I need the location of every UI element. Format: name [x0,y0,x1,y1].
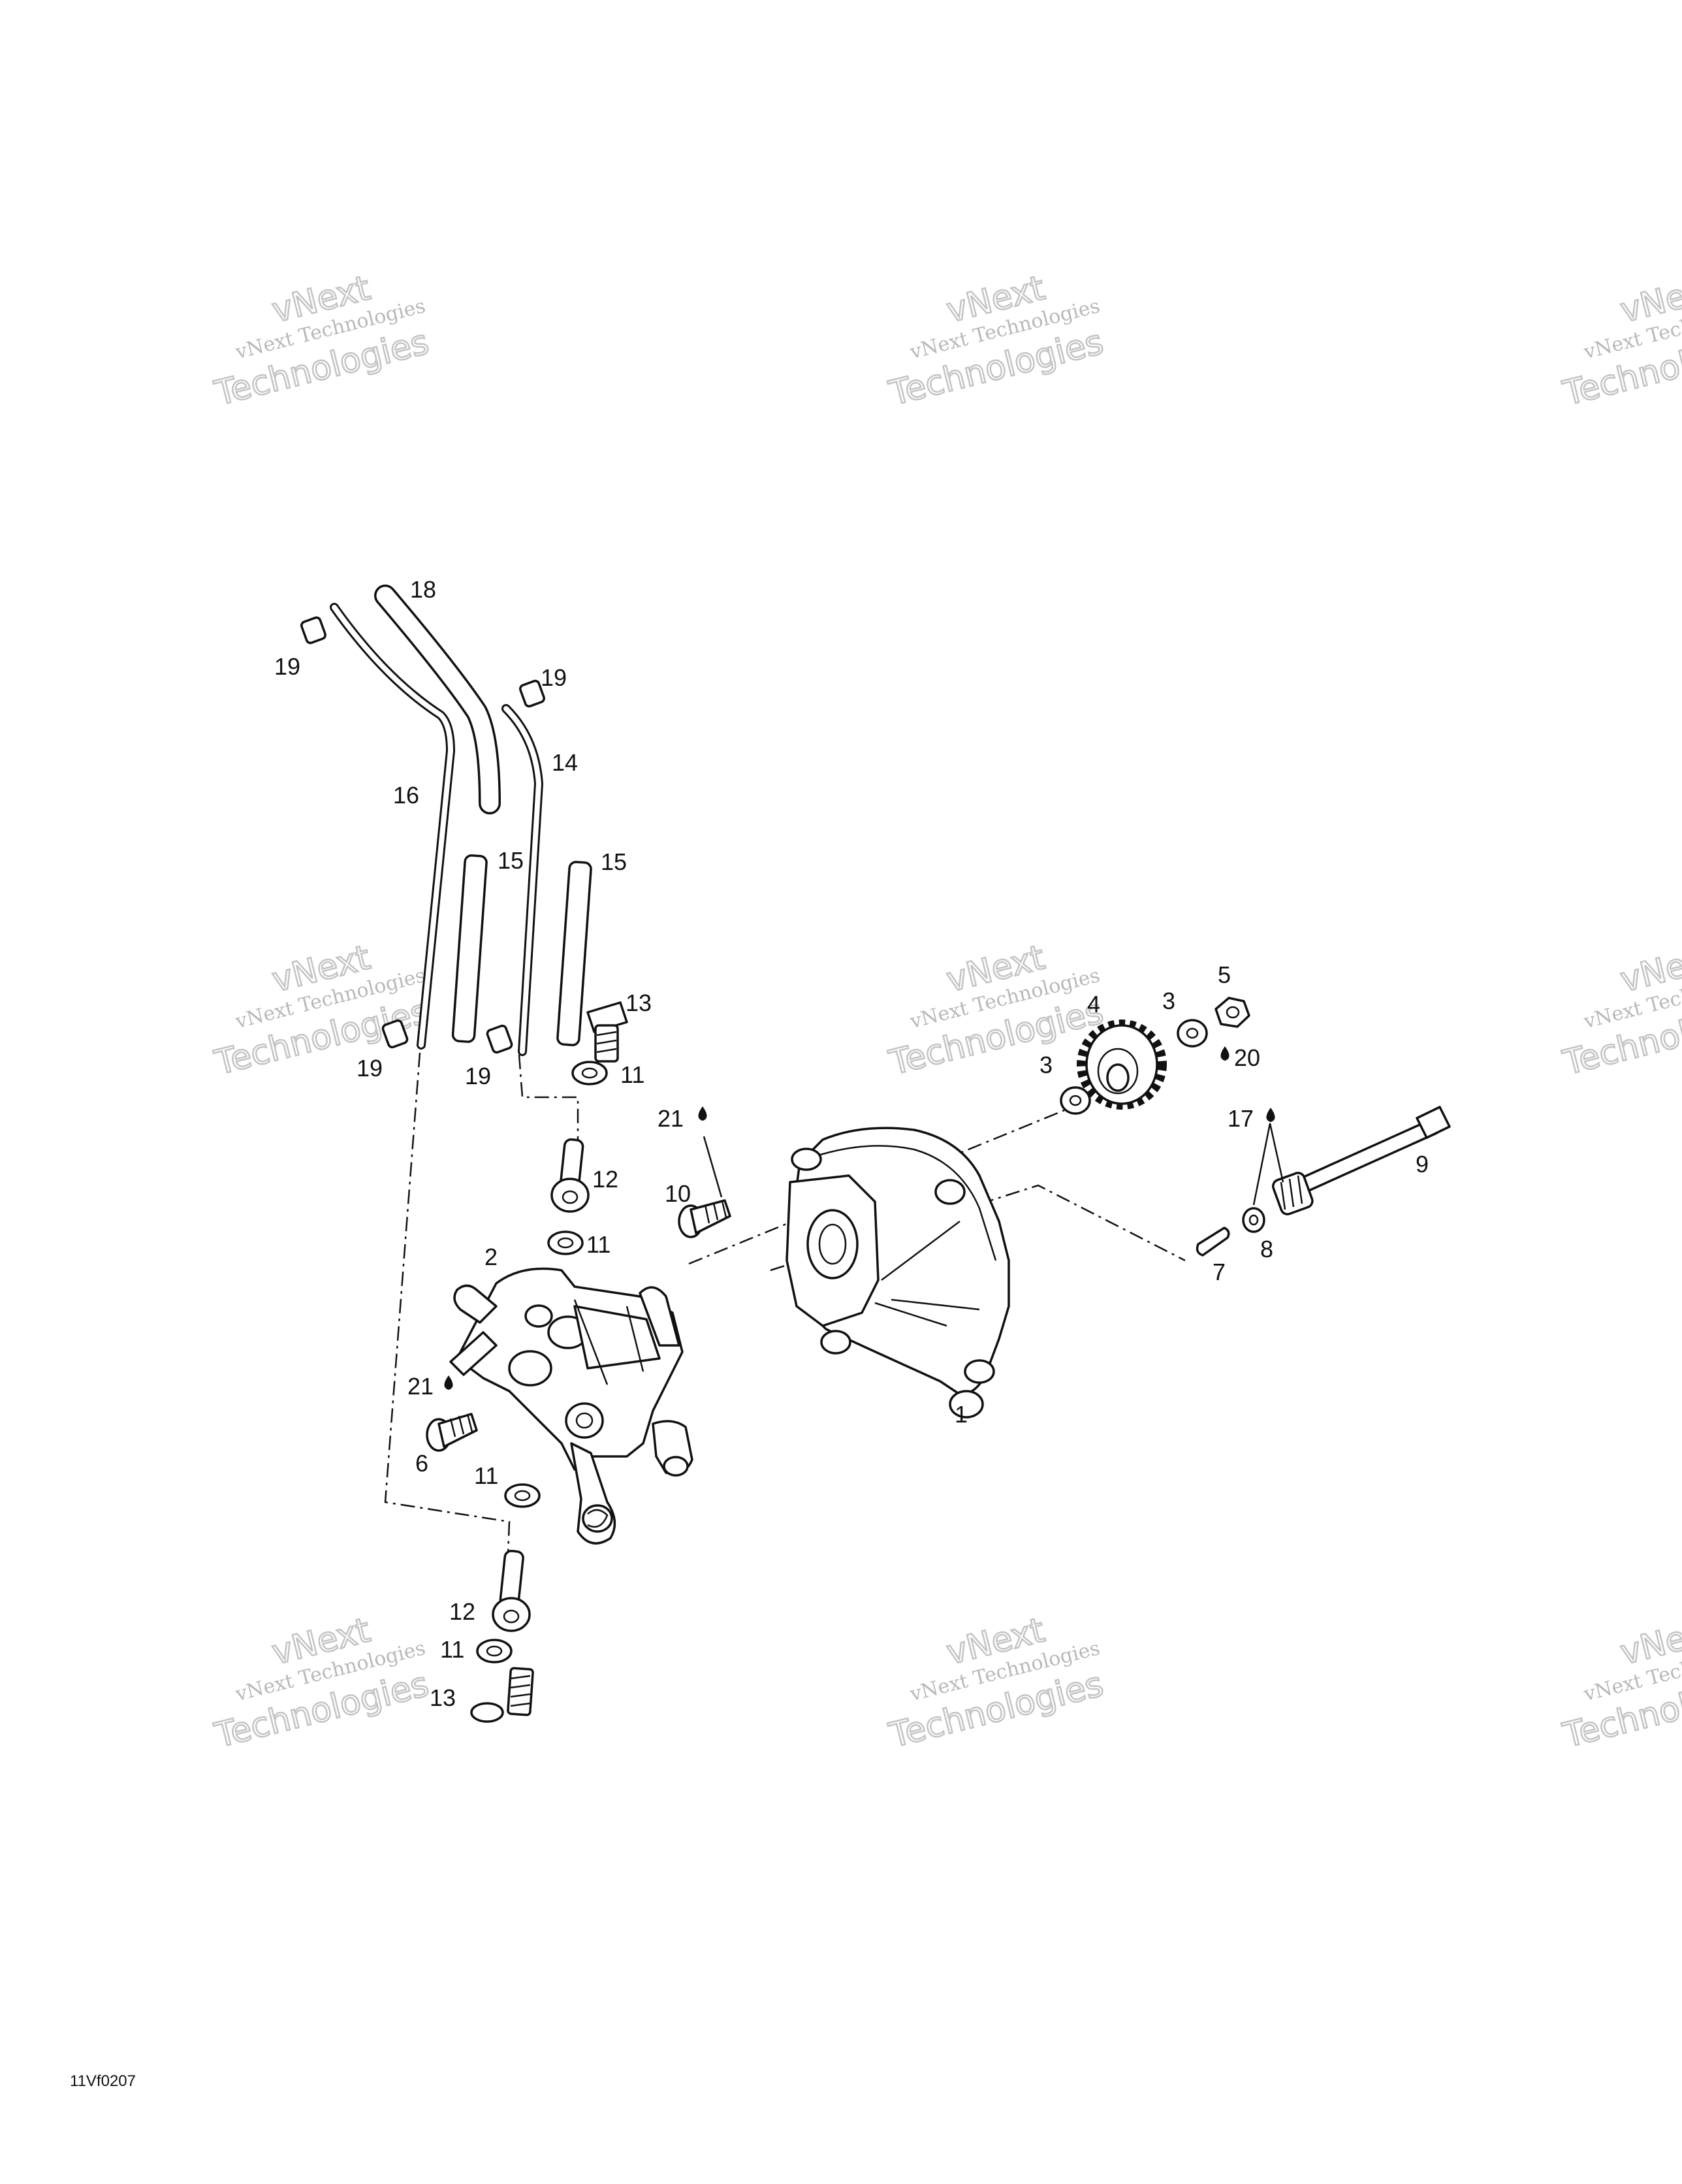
washer-11-middle [547,1230,584,1255]
nut-5 [1214,997,1250,1028]
washer-11-bottom [476,1639,513,1663]
callout-c9: 9 [1416,1151,1429,1178]
figure-code: 11Vf0207 [70,2072,136,2090]
hose-15-left [451,854,488,1043]
banjo-bolt-13-top [586,1001,628,1063]
washer-3-upper [1177,1019,1208,1048]
washer-11-top [571,1061,608,1085]
callout-c8: 8 [1260,1236,1273,1262]
callout-c13a: 13 [626,989,652,1016]
washer-11-lower [504,1483,541,1508]
assembly-line-hose16 [384,1052,511,1555]
callout-c21a: 21 [658,1105,684,1132]
callout-c2: 2 [484,1244,498,1270]
callout-c12b: 12 [449,1598,475,1625]
lubricant-drop-icon-3 [1220,1046,1230,1061]
callout-c19c: 19 [357,1055,383,1082]
callout-c15b: 15 [601,848,627,875]
oil-pump-2 [449,1267,693,1545]
lubricant-drops [444,1046,1275,1390]
banjo-bolt-13-bottom [470,1667,534,1723]
callout-c14: 14 [552,749,578,776]
callout-c11a: 11 [620,1061,644,1088]
clamp-19-top-left [300,616,326,645]
callout-c11c: 11 [474,1462,498,1489]
clamp-19-top-right [519,679,545,708]
callout-c16: 16 [393,782,419,809]
callout-c5: 5 [1218,961,1231,988]
banjo-fitting-12-bottom [492,1549,531,1632]
callout-c15a: 15 [498,847,524,874]
callout-c10: 10 [665,1180,691,1207]
hose-18 [374,585,501,814]
hose-15-right [556,861,592,1046]
hose-14 [501,704,544,1056]
shaft-9 [1271,1106,1451,1215]
banjo-fitting-12-top [550,1138,590,1213]
callout-c19b: 19 [541,664,567,691]
lubricant-drop-icon-4 [1266,1108,1275,1122]
assembly-line-hose14 [518,1054,579,1149]
callout-c7: 7 [1213,1259,1226,1285]
leader-17-a [1269,1123,1284,1183]
screw-10 [678,1199,731,1238]
callout-c18: 18 [410,576,436,603]
callout-c6: 6 [415,1450,428,1477]
callout-c12a: 12 [592,1166,618,1193]
lubricant-drop-icon-2 [444,1375,453,1390]
callout-c1: 1 [955,1401,968,1428]
callout-c3a: 3 [1039,1052,1053,1078]
leader-lines [703,1123,1284,1206]
callout-c3b: 3 [1162,988,1175,1014]
washer-8 [1242,1207,1265,1233]
leader-21-top [703,1136,723,1198]
callout-c11d: 11 [440,1636,464,1663]
pin-7 [1196,1227,1230,1257]
clamp-19-bottom-left [381,1019,409,1049]
callout-c19a: 19 [274,653,300,680]
callout-c19d: 19 [465,1063,491,1089]
callout-c20: 20 [1234,1044,1260,1071]
callout-c4: 4 [1087,991,1100,1018]
hose-16 [330,603,456,1050]
clamp-19-bottom-right [486,1024,513,1054]
callout-c11b: 11 [586,1231,611,1258]
callout-c21b: 21 [407,1373,434,1400]
callout-c13b: 13 [430,1684,456,1711]
lubricant-drop-icon-1 [698,1106,707,1121]
callout-c17: 17 [1228,1105,1254,1132]
gear-4 [1077,1020,1167,1110]
washer-3-lower [1060,1086,1091,1115]
housing-cover-1 [785,1127,1010,1419]
leader-17-b [1252,1123,1271,1206]
screw-6 [426,1413,478,1452]
